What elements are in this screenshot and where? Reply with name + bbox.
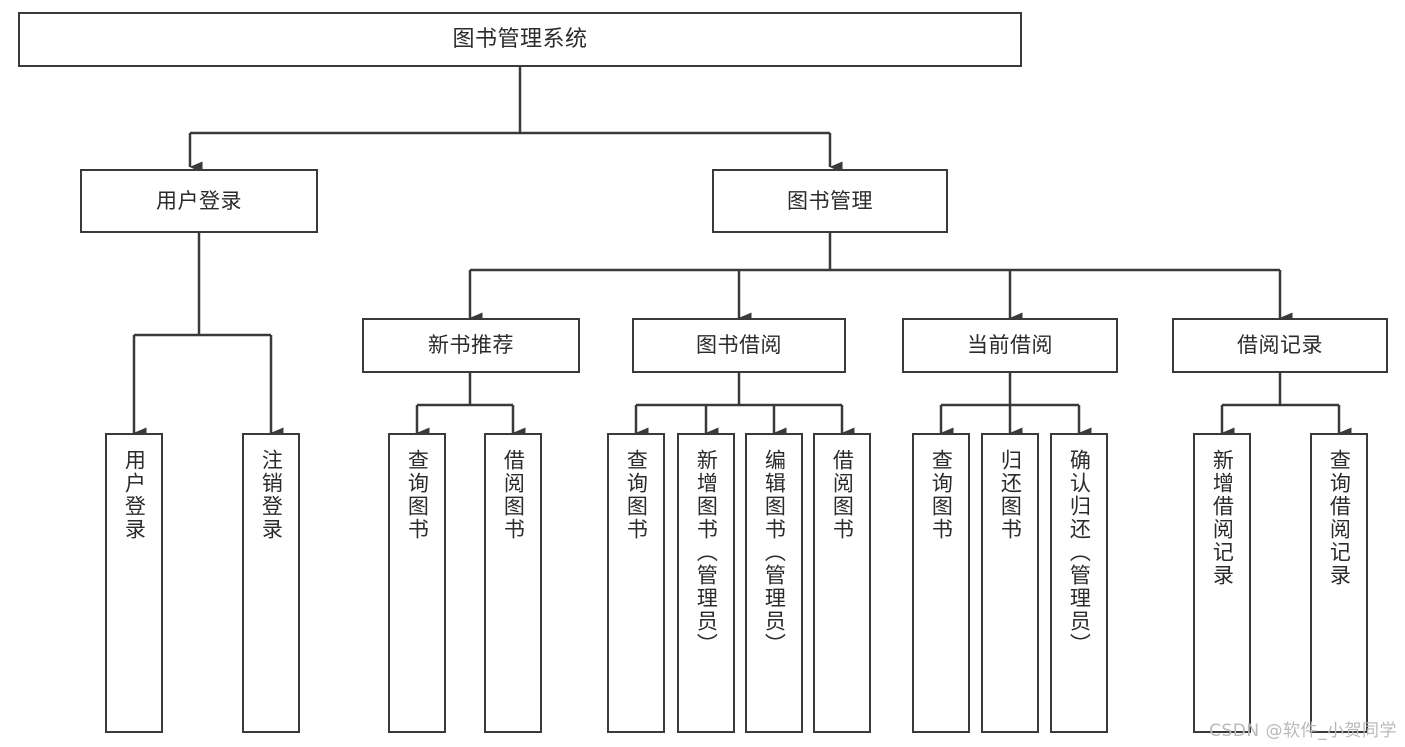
node-label: 图书借阅 bbox=[696, 333, 782, 357]
node-label: 图书管理系统 bbox=[452, 26, 588, 52]
node-label: 确认归还（管理员） bbox=[1067, 449, 1092, 656]
leaf-records-add-record[interactable]: 新增借阅记录 bbox=[1193, 433, 1251, 733]
node-label: 查询借阅记录 bbox=[1327, 449, 1352, 587]
leaf-current-confirm-return-admin[interactable]: 确认归还（管理员） bbox=[1050, 433, 1108, 733]
node-label: 注销登录 bbox=[259, 449, 284, 541]
node-label: 归还图书 bbox=[998, 449, 1023, 541]
node-label: 当前借阅 bbox=[967, 333, 1053, 357]
node-book-borrow[interactable]: 图书借阅 bbox=[632, 318, 846, 373]
node-label: 用户登录 bbox=[156, 188, 242, 213]
node-label: 借阅记录 bbox=[1237, 333, 1323, 357]
node-label: 查询图书 bbox=[929, 449, 954, 541]
leaf-borrow-borrow-book[interactable]: 借阅图书 bbox=[813, 433, 871, 733]
node-label: 编辑图书（管理员） bbox=[762, 449, 787, 656]
node-book-management[interactable]: 图书管理 bbox=[712, 169, 948, 233]
leaf-user-login[interactable]: 用户登录 bbox=[105, 433, 163, 733]
leaf-borrow-edit-book-admin[interactable]: 编辑图书（管理员） bbox=[745, 433, 803, 733]
node-user-login[interactable]: 用户登录 bbox=[80, 169, 318, 233]
node-label: 查询图书 bbox=[405, 449, 430, 541]
node-label: 新书推荐 bbox=[428, 333, 514, 357]
node-borrow-records[interactable]: 借阅记录 bbox=[1172, 318, 1388, 373]
leaf-newbook-borrow-book[interactable]: 借阅图书 bbox=[484, 433, 542, 733]
node-label: 新增图书（管理员） bbox=[694, 449, 719, 656]
leaf-user-logout[interactable]: 注销登录 bbox=[242, 433, 300, 733]
leaf-newbook-query-book[interactable]: 查询图书 bbox=[388, 433, 446, 733]
node-label: 查询图书 bbox=[624, 449, 649, 541]
leaf-borrow-query-book[interactable]: 查询图书 bbox=[607, 433, 665, 733]
watermark: CSDN @软件_小贺同学 bbox=[1209, 721, 1397, 741]
leaf-current-return-book[interactable]: 归还图书 bbox=[981, 433, 1039, 733]
node-current-borrow[interactable]: 当前借阅 bbox=[902, 318, 1118, 373]
node-label: 图书管理 bbox=[787, 188, 873, 213]
leaf-records-query-record[interactable]: 查询借阅记录 bbox=[1310, 433, 1368, 733]
node-label: 借阅图书 bbox=[830, 449, 855, 541]
node-root-system[interactable]: 图书管理系统 bbox=[18, 12, 1022, 67]
node-label: 用户登录 bbox=[122, 449, 147, 541]
leaf-current-query-book[interactable]: 查询图书 bbox=[912, 433, 970, 733]
node-label: 新增借阅记录 bbox=[1210, 449, 1235, 587]
node-label: 借阅图书 bbox=[501, 449, 526, 541]
node-new-book-recommend[interactable]: 新书推荐 bbox=[362, 318, 580, 373]
leaf-borrow-add-book-admin[interactable]: 新增图书（管理员） bbox=[677, 433, 735, 733]
